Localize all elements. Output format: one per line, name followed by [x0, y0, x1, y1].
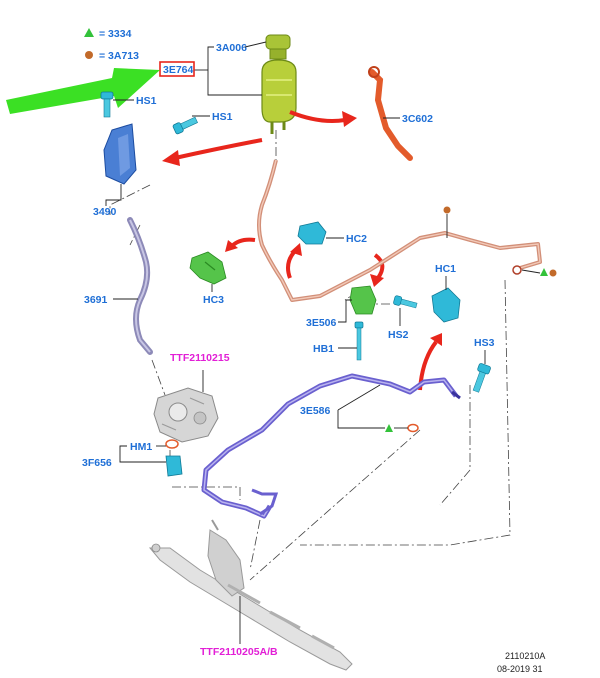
line-fitting-icon: [451, 390, 461, 400]
red-arrowhead-icon: [342, 111, 357, 127]
footer-date: 08-2019 31: [497, 664, 543, 674]
red-arrowhead-icon: [162, 150, 180, 166]
reservoir-neck-icon: [269, 48, 287, 60]
callout-hs3: HS3: [474, 337, 495, 349]
centerline: [249, 429, 421, 581]
callout-3e586: 3E586: [300, 405, 331, 417]
brown-dot-icon: [443, 206, 451, 214]
brown-dot-icon: [549, 269, 557, 277]
callout-3a006: 3A006: [216, 42, 247, 54]
line-3e586-highlight: [203, 375, 457, 517]
red-arrow: [373, 253, 385, 280]
footer-code: 2110210A: [505, 651, 545, 661]
callout-3490: 3490: [93, 206, 117, 218]
line-bracket-icon: [251, 488, 279, 516]
leader-line: [337, 384, 381, 411]
part-3f656-icon: [165, 455, 183, 477]
callout-hc1: HC1: [435, 263, 456, 275]
centerline: [172, 486, 241, 500]
callout-3691: 3691: [84, 294, 108, 306]
reservoir-cap-icon: [265, 34, 291, 50]
centerline: [439, 385, 471, 506]
centerline: [249, 519, 261, 571]
callout-hc3: HC3: [203, 294, 224, 306]
bolt-head-icon: [100, 91, 114, 100]
oring-hm1-icon: [165, 439, 179, 449]
leader-line: [244, 41, 267, 48]
callout-hc2: HC2: [346, 233, 367, 245]
oring-icon: [407, 423, 419, 433]
legend-dot-text: = 3A713: [99, 50, 139, 62]
hose-3691-highlight: [129, 219, 151, 353]
clip-3e506-icon: [349, 285, 377, 315]
leader-line: [207, 46, 262, 96]
hose-clamp-icon: [368, 66, 380, 78]
centerline: [129, 224, 141, 246]
leader-line: [338, 299, 352, 323]
clip-detail: [204, 261, 216, 271]
leader-line: [521, 269, 541, 274]
callout-hs2: HS2: [388, 329, 409, 341]
reservoir-body-icon: [261, 59, 297, 123]
bolt-hb1-head-icon: [354, 321, 364, 329]
centerline: [300, 279, 511, 546]
bolt-hb1-shaft-icon: [356, 327, 362, 361]
green-pointer-arrow-icon: [6, 68, 160, 114]
steering-rack-icon: [148, 519, 353, 671]
red-arrowhead-icon: [370, 274, 384, 287]
clip-hc2-icon: [297, 221, 327, 245]
bolt-shaft-icon: [103, 98, 111, 118]
reservoir-outlet-icon: [270, 122, 286, 134]
leader-line: [119, 445, 166, 463]
callout-hs1-top: HS1: [136, 95, 157, 107]
centerline: [151, 359, 166, 396]
callout-3e764: 3E764: [163, 64, 194, 76]
red-arrowhead-icon: [290, 243, 302, 256]
callout-3c602: 3C602: [402, 113, 433, 125]
bolt-hs3-icon: [472, 363, 491, 393]
clip-hc1-icon: [431, 287, 461, 323]
ref-pump: TTF2110215: [170, 352, 230, 364]
line-fitting-icon: [512, 265, 522, 275]
steering-pump-icon: [153, 387, 219, 443]
ref-rack: TTF2110205A/B: [200, 646, 278, 658]
callout-3f656: 3F656: [82, 457, 112, 469]
reservoir-highlight: [266, 79, 292, 96]
clip-hc3-icon: [189, 251, 227, 285]
callout-hs1-mid: HS1: [212, 111, 233, 123]
red-arrow: [286, 248, 298, 279]
red-arrowhead-icon: [430, 333, 442, 346]
bolt-hs1-icon: [172, 116, 198, 135]
callout-hb1: HB1: [313, 343, 334, 355]
bracket-face: [118, 134, 130, 176]
green-triangle-icon: [540, 268, 548, 276]
red-arrowhead-icon: [225, 240, 238, 252]
red-arrow: [289, 110, 346, 123]
leader-line: [105, 184, 122, 206]
pressure-line-highlight: [258, 159, 541, 301]
callout-hm1: HM1: [130, 441, 152, 453]
legend-triangle-icon: [84, 28, 94, 37]
legend-triangle-text: = 3334: [99, 28, 132, 40]
leader-line: [337, 410, 385, 429]
red-arrow: [230, 237, 256, 248]
hose-3c602-icon: [369, 69, 413, 161]
red-arrow: [174, 138, 263, 160]
green-triangle-icon: [385, 424, 393, 432]
hose-3691-icon: [127, 217, 153, 355]
line-3e586-icon: [201, 373, 458, 519]
centerline: [109, 184, 151, 215]
callout-3e506: 3E506: [306, 317, 337, 329]
highlight-box: [159, 61, 195, 77]
legend-dot-icon: [85, 51, 93, 59]
bolt-hs2-icon: [393, 295, 418, 309]
